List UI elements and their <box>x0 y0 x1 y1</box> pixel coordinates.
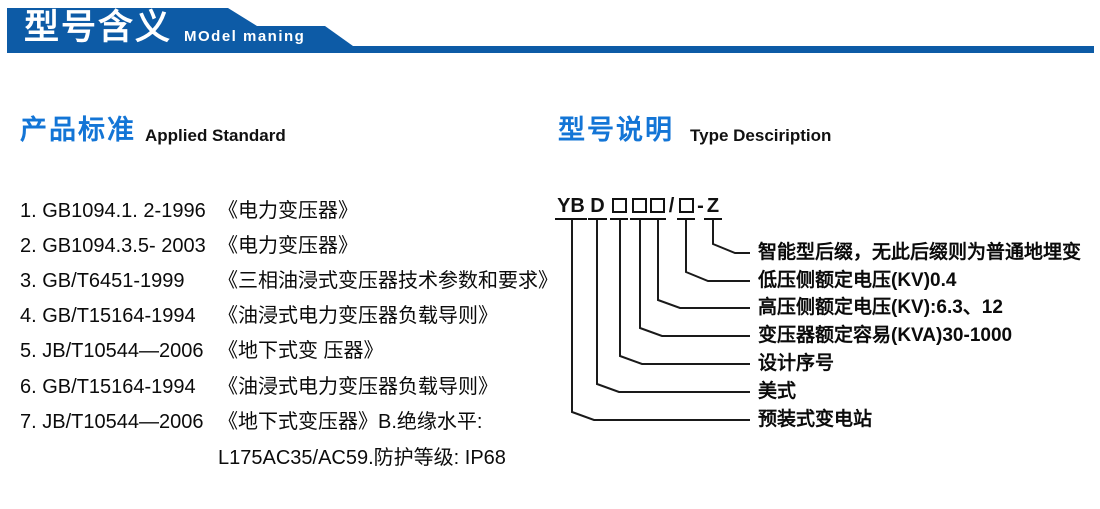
standard-code: 6. GB/T15164-1994 <box>20 376 196 398</box>
type-desc-heading-en: Type Desciription <box>690 126 832 145</box>
standard-item: 1. GB1094.1. 2-1996 《电力变压器》 <box>20 199 560 223</box>
standard-title: 《地下式变压器》B.绝缘水平: <box>218 411 483 433</box>
standards-heading-en: Applied Standard <box>145 126 286 145</box>
model-box-2 <box>630 193 648 220</box>
diagram-label-smart-suffix: 智能型后缀，无此后缀则为普通地埋变 <box>758 242 1082 263</box>
diagram-label-hv-voltage: 高压侧额定电压(KV):6.3、12 <box>758 297 1003 318</box>
page-title: 型号含义 <box>24 8 173 47</box>
model-seg-slash: / <box>668 194 675 217</box>
diagram-label-design-serial: 设计序号 <box>758 353 835 374</box>
diagram-label-rated-capacity: 变压器额定容易(KVA)30-1000 <box>758 325 1013 346</box>
model-seg-yb: YB <box>555 193 587 220</box>
model-box-4 <box>677 193 695 220</box>
diagram-label-prefabricated-substation: 预装式变电站 <box>758 409 873 430</box>
standard-title: L175AC35/AC59.防护等级: IP68 <box>218 447 506 469</box>
diagram-label-american-style: 美式 <box>758 381 797 402</box>
standard-code <box>20 446 218 470</box>
model-seg-z: Z <box>704 193 722 220</box>
diagram-label-lv-voltage: 低压侧额定电压(KV)0.4 <box>758 270 957 291</box>
standard-title: 《电力变压器》 <box>218 235 358 257</box>
header-banner <box>7 8 1094 53</box>
standard-item: 4. GB/T15164-1994 《油浸式电力变压器负载导则》 <box>20 304 560 328</box>
box-glyph <box>649 198 665 213</box>
type-desc-heading: 型号说明 <box>558 115 674 145</box>
model-box-3 <box>648 193 666 220</box>
standards-heading: 产品标准 <box>20 115 136 145</box>
standard-code: 3. GB/T6451-1999 <box>20 270 185 292</box>
standard-code: 5. JB/T10544—2006 <box>20 340 204 362</box>
standard-title: 《油浸式电力变压器负载导则》 <box>218 376 498 398</box>
standard-item: 5. JB/T10544—2006 《地下式变 压器》 <box>20 339 560 363</box>
model-seg-d: D <box>588 193 607 220</box>
box-glyph <box>611 198 627 213</box>
model-seg-dash: - <box>697 194 704 217</box>
model-box-1 <box>610 193 628 220</box>
standard-code: 4. GB/T15164-1994 <box>20 305 196 327</box>
header-banner-shape <box>7 8 1094 53</box>
standard-title: 《油浸式电力变压器负载导则》 <box>218 305 498 327</box>
page-subtitle: MOdel maning <box>184 28 306 45</box>
box-glyph <box>678 198 694 213</box>
standard-item: 3. GB/T6451-1999 《三相油浸式变压器技术参数和要求》 <box>20 269 560 293</box>
box-glyph <box>631 198 647 213</box>
standard-item: 2. GB1094.3.5- 2003 《电力变压器》 <box>20 234 560 258</box>
standard-title: 《电力变压器》 <box>218 200 358 222</box>
standard-item: 6. GB/T15164-1994 《油浸式电力变压器负载导则》 <box>20 375 560 399</box>
standard-code: 1. GB1094.1. 2-1996 <box>20 200 206 222</box>
standard-title: 《三相油浸式变压器技术参数和要求》 <box>218 270 558 292</box>
standard-code: 7. JB/T10544—2006 <box>20 411 204 433</box>
standard-item-continuation: L175AC35/AC59.防护等级: IP68 <box>20 446 560 470</box>
standard-title: 《地下式变 压器》 <box>218 340 384 362</box>
standard-code: 2. GB1094.3.5- 2003 <box>20 235 206 257</box>
standard-item: 7. JB/T10544—2006 《地下式变压器》B.绝缘水平: <box>20 410 560 434</box>
